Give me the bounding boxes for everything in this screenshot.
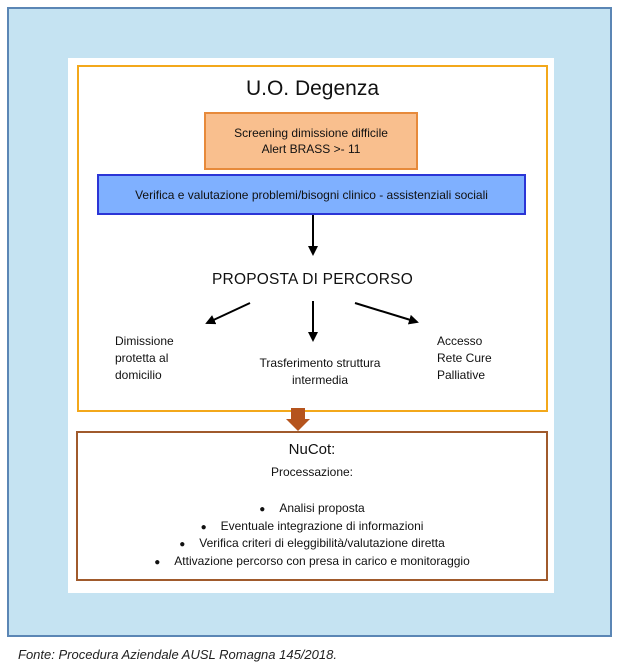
proposta-label: PROPOSTA DI PERCORSO <box>212 271 413 288</box>
screening-box: Screening dimissione difficile Alert BRA… <box>204 112 418 170</box>
list-item-text: Verifica criteri di eleggibilità/valutaz… <box>199 536 445 550</box>
bullet-icon: ● <box>154 556 161 568</box>
verifica-text: Verifica e valutazione problemi/bisogni … <box>135 187 488 202</box>
nucot-list: ● Analisi proposta ● Eventuale integrazion… <box>76 500 548 570</box>
nucot-title: NuCot: <box>288 441 336 458</box>
option-trasferimento-line: Trasferimento struttura <box>259 356 381 370</box>
option-dimissione-line: protetta al <box>115 351 169 365</box>
bullet-icon: ● <box>179 539 186 550</box>
screening-line-2: Alert BRASS >- 11 <box>261 142 361 156</box>
list-item-text: Eventuale integrazione di informazioni <box>220 518 424 533</box>
list-item: ● Eventuale integrazione di informazioni <box>76 518 548 536</box>
list-item: ● Verifica criteri di eleggibilità/valuta… <box>76 535 548 553</box>
nucot-box <box>76 431 548 581</box>
option-dimissione: Dimissione protetta al domicilio <box>115 333 174 384</box>
bullet-icon: ● <box>200 521 207 533</box>
bullet-icon: ● <box>259 504 266 515</box>
option-dimissione-line: Dimissione <box>115 334 174 348</box>
option-cure-palliative-line: Rete Cure <box>437 351 492 365</box>
option-trasferimento: Trasferimento struttura intermedia <box>245 355 395 389</box>
option-dimissione-line: domicilio <box>115 368 162 382</box>
list-item: ● Attivazione percorso con presa in caric… <box>76 553 548 571</box>
list-item-text: Attivazione percorso con presa in carico… <box>174 553 470 568</box>
diagram-title: U.O. Degenza <box>245 77 380 100</box>
option-trasferimento-line: intermedia <box>291 373 349 387</box>
list-item-text: Analisi proposta <box>279 501 365 515</box>
verifica-box: Verifica e valutazione problemi/bisogni … <box>97 174 526 215</box>
nucot-subtitle: Processazione: <box>270 465 354 479</box>
list-item: ● Analisi proposta <box>76 500 548 518</box>
screening-line-1: Screening dimissione difficile <box>234 126 388 140</box>
option-cure-palliative-line: Palliative <box>437 368 486 382</box>
option-cure-palliative-line: Accesso <box>437 334 483 348</box>
figure-caption: Fonte: Procedura Aziendale AUSL Romagna … <box>18 647 337 662</box>
option-cure-palliative: Accesso Rete Cure Palliative <box>437 333 492 384</box>
